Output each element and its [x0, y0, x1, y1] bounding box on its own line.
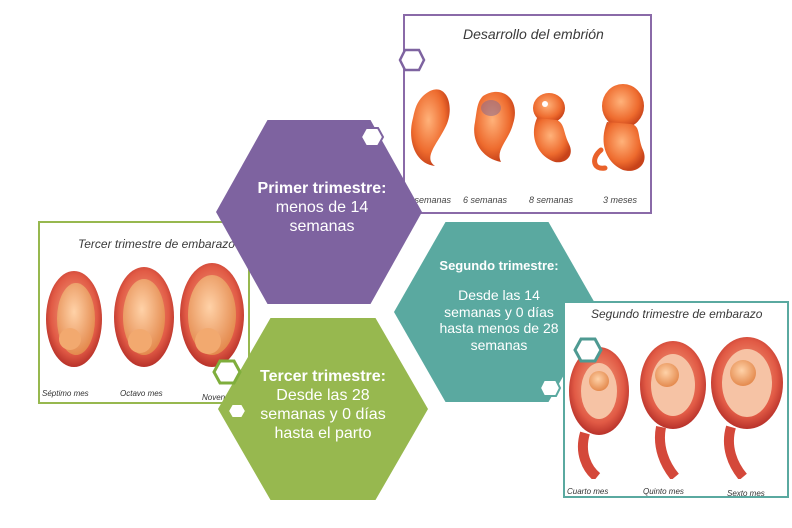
fetus-month-9 — [180, 263, 244, 367]
third-trimester-title: Tercer trimestre: — [260, 368, 386, 385]
second-trimester-title: Segundo trimestre: — [439, 258, 559, 273]
embryo-label-6-weeks: 6 semanas — [463, 195, 508, 205]
fetus-month-6 — [711, 337, 783, 479]
second-label-month-5: Quinto mes — [643, 487, 684, 496]
third-trimester-illustrations — [46, 263, 244, 367]
small-hexagon-icon — [398, 48, 426, 72]
second-label-month-6: Sexto mes — [727, 489, 765, 498]
embryo-4-weeks — [411, 89, 450, 166]
first-trimester-description: menos de 14 semanas — [275, 198, 369, 235]
third-trimester-panel-title: Tercer trimestre de embarazo — [78, 237, 235, 251]
third-trimester-description: Desde las 28 semanas y 0 días hasta el p… — [260, 386, 386, 442]
second-trimester-panel: Segundo trimestre de embarazo — [563, 301, 789, 498]
small-hexagon-icon — [359, 127, 385, 147]
third-label-month-8: Octavo mes — [120, 389, 163, 398]
third-label-month-7: Séptimo mes — [42, 389, 89, 398]
fetus-month-8 — [114, 267, 174, 367]
embryo-3-months — [592, 84, 645, 171]
small-hexagon-icon — [212, 359, 242, 385]
embryo-8-weeks — [533, 93, 571, 163]
embryo-label-3-months: 3 meses — [603, 195, 638, 205]
second-trimester-text: Segundo trimestre: Desde las 14 semanas … — [428, 258, 570, 353]
embryo-label-8-weeks: 8 semanas — [529, 195, 574, 205]
fetus-month-4 — [569, 347, 629, 479]
embryo-development-panel: Desarrollo del embrión — [403, 14, 652, 214]
fetus-month-7 — [46, 271, 102, 367]
small-hexagon-icon — [226, 403, 248, 419]
third-trimester-hexagon — [218, 318, 428, 500]
second-trimester-description: Desde las 14 semanas y 0 días hasta meno… — [439, 287, 559, 353]
second-trimester-panel-title: Segundo trimestre de embarazo — [591, 307, 763, 321]
embryo-illustrations — [411, 84, 645, 171]
third-trimester-panel: Tercer trimestre de embarazo — [38, 221, 250, 404]
fetus-month-5 — [640, 341, 706, 479]
first-trimester-text: Primer trimestre: menos de 14 semanas — [244, 180, 400, 237]
embryo-6-weeks — [474, 91, 515, 162]
first-trimester-title: Primer trimestre: — [257, 180, 387, 197]
second-trimester-illustrations — [569, 337, 783, 479]
embryo-panel-title: Desarrollo del embrión — [463, 26, 604, 42]
second-label-month-4: Cuarto mes — [567, 487, 609, 496]
small-hexagon-icon — [573, 337, 603, 363]
embryo-label-4-weeks: 4 semanas — [407, 195, 452, 205]
small-hexagon-icon — [538, 379, 562, 397]
third-label-month-9: Noveno mes — [202, 393, 247, 402]
third-trimester-text: Tercer trimestre: Desde las 28 semanas y… — [246, 368, 400, 444]
